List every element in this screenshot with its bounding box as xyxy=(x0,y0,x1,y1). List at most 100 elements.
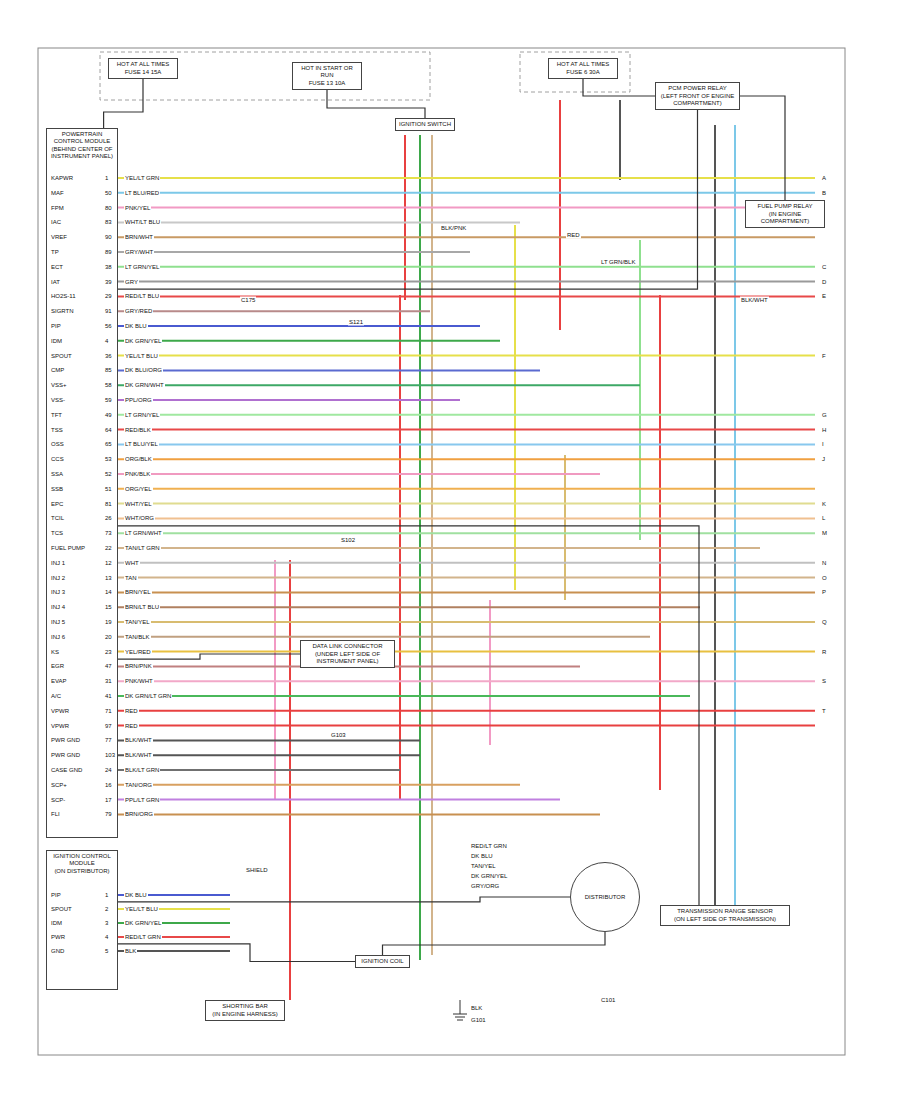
pin-number: 16 xyxy=(104,781,113,788)
wire xyxy=(659,295,661,790)
pin-name: CASE GND xyxy=(50,767,83,774)
pin-name: A/C xyxy=(50,693,62,700)
pin-name: OSS xyxy=(50,441,65,448)
pin-name: VPWR xyxy=(50,707,70,714)
fuse-panel-outline xyxy=(100,52,430,100)
box-text: (LEFT FRONT OF ENGINE COMPARTMENT) xyxy=(659,93,736,107)
wire-color: YEL/LT BLU xyxy=(124,906,159,913)
wire xyxy=(118,221,520,223)
pin-name: IDM xyxy=(50,920,63,927)
wire-color: WHT/LT BLU xyxy=(124,219,161,226)
pin-number: 4 xyxy=(104,934,109,941)
pin-name: TSS xyxy=(50,426,64,433)
wire xyxy=(118,458,815,460)
pin-number: 59 xyxy=(104,397,113,404)
pin-number: 2 xyxy=(104,906,109,913)
wire-color: BRN/LT BLU xyxy=(124,604,160,611)
wire xyxy=(118,488,815,490)
fuse-box: HOT IN START OR RUNFUSE 13 10A xyxy=(292,62,362,90)
splice-label: G103 xyxy=(330,732,347,739)
fuse-box: HOT AT ALL TIMESFUSE 6 30A xyxy=(548,58,618,79)
splice-label: SHIELD xyxy=(245,867,269,874)
connector-wire xyxy=(383,932,606,955)
wire xyxy=(639,240,641,540)
wire xyxy=(118,547,760,549)
pin-name: CCS xyxy=(50,456,65,463)
ground-wire xyxy=(460,1000,461,1014)
box-text: FUSE 13 10A xyxy=(296,80,358,87)
wire xyxy=(118,813,600,815)
pin-number: 41 xyxy=(104,693,113,700)
wire-color: WHT xyxy=(124,559,140,566)
pin-number: 53 xyxy=(104,456,113,463)
box-text: FUSE 14 15A xyxy=(112,69,174,76)
pin-number: 51 xyxy=(104,485,113,492)
pin-number: 15 xyxy=(104,604,113,611)
connector-wire xyxy=(104,79,143,128)
pin-name: FUEL PUMP xyxy=(50,545,86,552)
pin-number: 91 xyxy=(104,308,113,315)
pin-name: SCP+ xyxy=(50,781,68,788)
wire xyxy=(289,560,291,1000)
wire xyxy=(118,369,540,371)
wire-color: RED/LT GRN xyxy=(124,934,162,941)
pin-number: 1 xyxy=(104,175,109,182)
pin-number: 49 xyxy=(104,411,113,418)
wire xyxy=(118,784,520,786)
wire-color: TAN/LT GRN xyxy=(124,545,161,552)
wire xyxy=(619,100,621,180)
wire-color: BRN/PNK xyxy=(124,663,153,670)
pin-name: INJ 2 xyxy=(50,574,66,581)
splice-label: GRY/ORG xyxy=(470,883,500,890)
pin-number: 73 xyxy=(104,530,113,537)
pin-name: GND xyxy=(50,948,65,955)
connector-letter: T xyxy=(821,707,827,714)
wire-color: RED/LT BLU xyxy=(124,293,160,300)
wire xyxy=(118,340,500,342)
pin-number: 77 xyxy=(104,737,113,744)
wire xyxy=(118,503,815,505)
connector-wire xyxy=(583,79,655,96)
box-text: IGNITION COIL xyxy=(359,958,406,965)
box-text: IGNITION SWITCH xyxy=(399,121,451,128)
wire xyxy=(274,560,276,800)
pin-number: 64 xyxy=(104,426,113,433)
pin-number: 14 xyxy=(104,589,113,596)
wire xyxy=(118,739,420,741)
pin-number: 83 xyxy=(104,219,113,226)
wire-color: LT GRN/YEL xyxy=(124,411,160,418)
wire-color: TAN xyxy=(124,574,138,581)
wire xyxy=(118,695,690,697)
pin-number: 12 xyxy=(104,559,113,566)
pin-name: TCS xyxy=(50,530,64,537)
pin-number: 5 xyxy=(104,948,109,955)
wire-color: WHT/YEL xyxy=(124,500,153,507)
pin-name: SIGRTN xyxy=(50,308,75,315)
wire-color: TAN/YEL xyxy=(124,619,151,626)
connector-letter: C xyxy=(821,263,827,270)
wire-color: GRY xyxy=(124,278,139,285)
wire xyxy=(118,295,815,297)
pin-name: PIP xyxy=(50,323,62,330)
box-text: SHORTING BAR xyxy=(209,1003,281,1010)
coil-box: IGNITION COIL xyxy=(355,955,410,968)
wire xyxy=(404,135,406,300)
pin-name: EVAP xyxy=(50,678,68,685)
splice-label: LT GRN/BLK xyxy=(600,259,636,266)
splice-label: S102 xyxy=(340,537,356,544)
wire xyxy=(118,429,815,431)
wire xyxy=(118,754,420,756)
splice-label: S121 xyxy=(348,319,364,326)
connector-letter: G xyxy=(821,411,828,418)
pin-name: IDM xyxy=(50,337,63,344)
splice-label: G101 xyxy=(470,1017,487,1024)
pin-number: 71 xyxy=(104,707,113,714)
pin-number: 97 xyxy=(104,722,113,729)
wire xyxy=(118,651,815,653)
pin-number: 19 xyxy=(104,619,113,626)
pin-name: KS xyxy=(50,648,60,655)
pin-number: 4 xyxy=(104,337,109,344)
wire xyxy=(118,725,815,727)
pin-name: SCP- xyxy=(50,796,66,803)
wire-color: BLK/WHT xyxy=(124,737,153,744)
